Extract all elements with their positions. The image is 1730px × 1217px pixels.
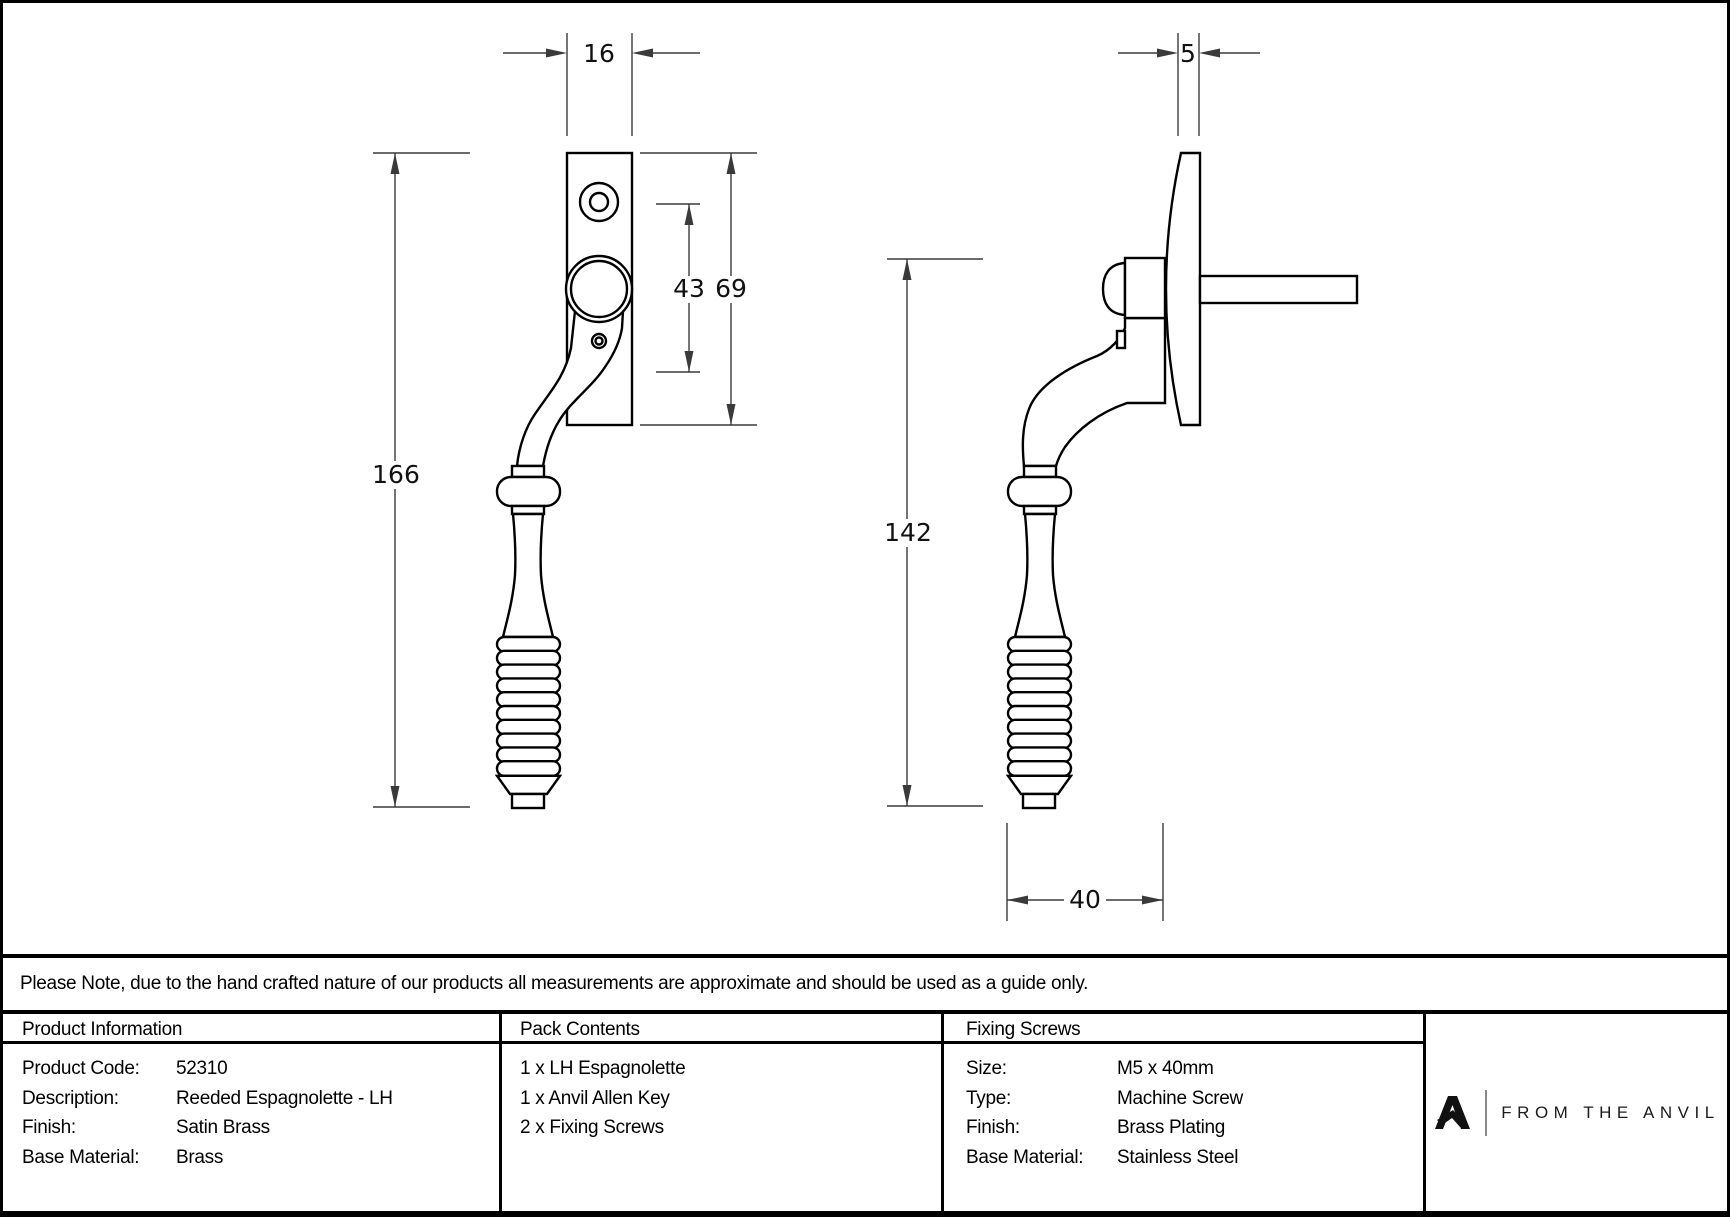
front-view-drawing bbox=[494, 151, 634, 810]
row-value: M5 x 40mm bbox=[1117, 1058, 1214, 1079]
front-base bbox=[494, 774, 563, 796]
note-text: Please Note, due to the hand crafted nat… bbox=[20, 973, 1089, 994]
side-stem bbox=[1013, 512, 1067, 639]
side-reeded-grip bbox=[1006, 635, 1073, 778]
row-value: Brass Plating bbox=[1117, 1117, 1226, 1138]
table-bottom-rule bbox=[0, 1211, 1730, 1215]
logo-divider-bar bbox=[1485, 1089, 1488, 1136]
table-header-rule bbox=[0, 1041, 1423, 1044]
row-value: Reeded Espagnolette - LH bbox=[176, 1088, 393, 1109]
row-label: Finish: bbox=[22, 1117, 76, 1138]
row-label: Size: bbox=[966, 1058, 1007, 1079]
front-collar bbox=[495, 475, 562, 508]
front-handle-neck bbox=[515, 309, 625, 468]
row-label: Description: bbox=[22, 1088, 119, 1109]
dim-plate-thickness: 5 bbox=[1180, 39, 1196, 68]
note-band-top-rule bbox=[0, 954, 1730, 958]
side-collar bbox=[1006, 475, 1073, 508]
front-tip bbox=[510, 792, 546, 810]
anvil-a-icon bbox=[1435, 1095, 1471, 1129]
side-grub-screw bbox=[1115, 329, 1127, 350]
dimension-lines bbox=[373, 33, 1260, 921]
table-divider-2 bbox=[941, 1010, 944, 1215]
row-label: Base Material: bbox=[22, 1147, 140, 1168]
brand-logo: FROM THE ANVIL bbox=[1426, 1014, 1727, 1211]
fixing-screws-header: Fixing Screws bbox=[966, 1019, 1081, 1040]
dimension-arrowheads bbox=[390, 48, 1220, 905]
product-information-header: Product Information bbox=[22, 1019, 183, 1040]
front-stem bbox=[501, 512, 555, 639]
table-divider-3 bbox=[1423, 1010, 1426, 1215]
side-base bbox=[1005, 774, 1074, 796]
row-label: Base Material: bbox=[966, 1147, 1084, 1168]
logo-brand-text: FROM THE ANVIL bbox=[1501, 1102, 1720, 1122]
side-handle-neck bbox=[1021, 316, 1167, 468]
dim-handle-height: 142 bbox=[884, 518, 932, 547]
row-value: Stainless Steel bbox=[1117, 1147, 1239, 1168]
row-value: Satin Brass bbox=[176, 1117, 270, 1138]
front-reeded-grip bbox=[495, 635, 562, 778]
row-value: Brass bbox=[176, 1147, 224, 1168]
row-value: Machine Screw bbox=[1117, 1088, 1243, 1109]
side-backplate bbox=[1164, 151, 1202, 427]
side-spindle bbox=[1198, 274, 1359, 305]
row-label: Finish: bbox=[966, 1117, 1020, 1138]
table-divider-1 bbox=[499, 1010, 502, 1215]
dim-projection: 40 bbox=[1069, 885, 1101, 914]
row-label: Type: bbox=[966, 1088, 1011, 1109]
dim-overall-height: 166 bbox=[372, 460, 420, 489]
side-knob-cap bbox=[1101, 261, 1127, 317]
pack-item: 2 x Fixing Screws bbox=[520, 1117, 664, 1138]
side-tip bbox=[1021, 792, 1057, 810]
table-top-rule bbox=[0, 1010, 1730, 1014]
side-view-drawing bbox=[1005, 151, 1359, 810]
pack-item: 1 x Anvil Allen Key bbox=[520, 1088, 670, 1109]
pack-item: 1 x LH Espagnolette bbox=[520, 1058, 686, 1079]
row-label: Product Code: bbox=[22, 1058, 140, 1079]
side-knob bbox=[1123, 256, 1167, 320]
pack-contents-header: Pack Contents bbox=[520, 1019, 640, 1040]
dim-plate-height: 69 bbox=[715, 274, 747, 303]
dim-hole-spacing: 43 bbox=[673, 274, 705, 303]
row-value: 52310 bbox=[176, 1058, 228, 1079]
technical-drawing: 16 69 43 166 5 142 40 bbox=[372, 33, 1359, 921]
dim-plate-width: 16 bbox=[583, 39, 615, 68]
